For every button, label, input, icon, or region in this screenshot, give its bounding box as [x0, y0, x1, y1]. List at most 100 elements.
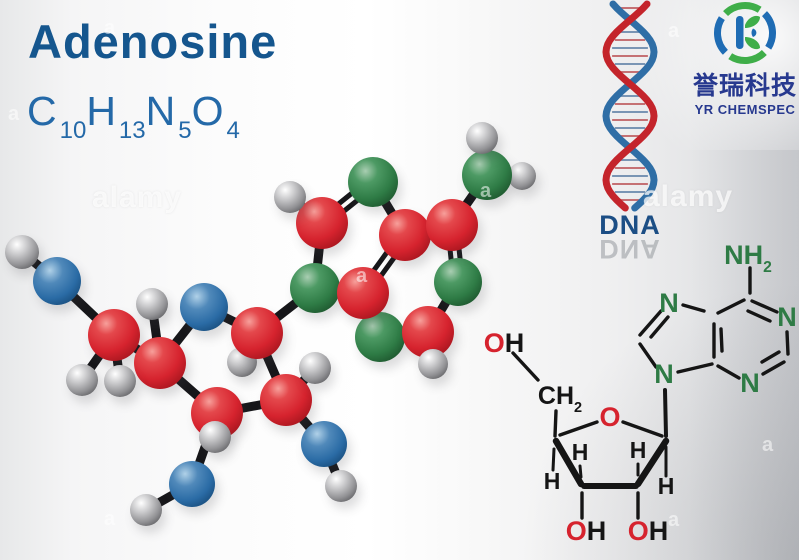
watermark-grid-mark: a	[480, 180, 492, 202]
bond	[155, 302, 209, 368]
atom-sphere-C	[337, 267, 389, 319]
bond	[52, 276, 119, 340]
logo-glyph-leaf-right	[751, 28, 757, 37]
atom-sphere-H	[418, 349, 448, 379]
alamy-watermark: alamy	[92, 181, 183, 214]
formula-subscript: 5	[178, 117, 192, 144]
bond	[447, 170, 492, 230]
atom-sphere-H	[466, 122, 498, 154]
bond	[237, 328, 262, 367]
atom-sphere-H	[130, 494, 162, 526]
skeletal-atom-label: H	[658, 473, 675, 499]
atom-sphere-C	[260, 374, 312, 426]
atom-sphere-C	[426, 199, 478, 251]
logo-chinese-name: 誉瑞科技	[692, 72, 797, 100]
bond	[477, 133, 492, 180]
atom-sphere-C	[296, 197, 348, 249]
atom-sphere-H	[325, 470, 357, 502]
bond	[310, 218, 327, 293]
skeletal-bond	[785, 330, 790, 356]
formula-subscript: 4	[226, 117, 240, 144]
bond	[281, 395, 329, 449]
skeletal-bond	[716, 298, 746, 315]
formula-element: N	[145, 88, 178, 134]
bond	[453, 222, 465, 285]
logo-glyph-leaf-bottom	[745, 37, 760, 50]
bond	[368, 177, 410, 240]
skeletal-atom-label: H	[630, 437, 647, 463]
skeletal-bond	[638, 342, 658, 369]
bond	[316, 175, 373, 222]
bond	[400, 220, 457, 240]
formula-subscript: 13	[118, 117, 146, 144]
bond	[199, 302, 262, 338]
bond	[147, 299, 165, 368]
watermark-grid-mark: a	[762, 434, 774, 456]
atom-sphere-C	[231, 307, 283, 359]
skeletal-atom-label: H	[572, 439, 589, 465]
atom-sphere-H	[66, 364, 98, 396]
skeletal-bond	[511, 351, 540, 382]
skeletal-bond	[552, 437, 585, 488]
bond	[252, 328, 291, 405]
watermark-grid-mark: a	[104, 508, 116, 530]
skeletal-bond	[761, 360, 786, 376]
bond	[377, 325, 431, 336]
skeletal-bond	[551, 447, 556, 472]
atom-sphere-C	[402, 306, 454, 358]
skeletal-bond	[634, 437, 670, 488]
bond	[319, 439, 346, 491]
skeletal-bond	[681, 303, 706, 313]
atom-sphere-H	[508, 162, 536, 190]
atom-sphere-C	[379, 209, 431, 261]
company-logo: 誉瑞科技 YR CHEMSPEC	[690, 1, 799, 117]
logo-english-name: YR CHEMSPEC	[694, 102, 796, 117]
watermark-grid-mark: a	[356, 265, 368, 287]
atom-sphere-N	[434, 258, 482, 306]
atom-sphere-O	[169, 461, 215, 507]
atom-sphere-H	[5, 235, 39, 269]
skeletal-bond	[649, 315, 670, 339]
dna-label: DNA	[599, 210, 661, 240]
atom-sphere-O	[301, 421, 347, 467]
watermark-grid-mark: a	[668, 509, 680, 531]
formula-element: C	[27, 88, 59, 134]
skeletal-atom-label: O	[599, 402, 620, 432]
bond	[322, 183, 379, 230]
bond	[356, 229, 404, 293]
bond	[310, 283, 368, 298]
bond	[17, 247, 62, 286]
bond	[210, 408, 222, 442]
skeletal-atom-label: OH	[484, 328, 525, 358]
atom-sphere-H	[104, 365, 136, 397]
bond	[445, 222, 457, 285]
bond	[252, 283, 320, 338]
skeletal-bond	[553, 409, 558, 438]
skeletal-bond	[719, 327, 724, 353]
formula-element: H	[86, 88, 118, 134]
skeletal-atom-label: N	[659, 288, 679, 318]
bond	[77, 330, 119, 385]
atom-sphere-H	[136, 288, 168, 320]
atom-sphere-N	[355, 312, 405, 362]
bond	[423, 277, 463, 337]
atom-sphere-C	[191, 387, 243, 439]
skeletal-atom-label: NH2	[724, 240, 772, 276]
atom-sphere-N	[348, 157, 398, 207]
formula-element: O	[191, 88, 226, 134]
skeletal-atom-label: CH2	[538, 382, 582, 416]
atom-sphere-N	[462, 150, 512, 200]
skeletal-bond	[663, 388, 668, 438]
atom-sphere-H	[199, 421, 231, 453]
skeletal-bond	[558, 420, 599, 437]
bond	[358, 288, 385, 342]
atom-sphere-O	[180, 283, 228, 331]
background-shade-corner	[519, 280, 799, 560]
atom-sphere-H	[299, 352, 331, 384]
logo-mark-icon	[714, 1, 776, 64]
